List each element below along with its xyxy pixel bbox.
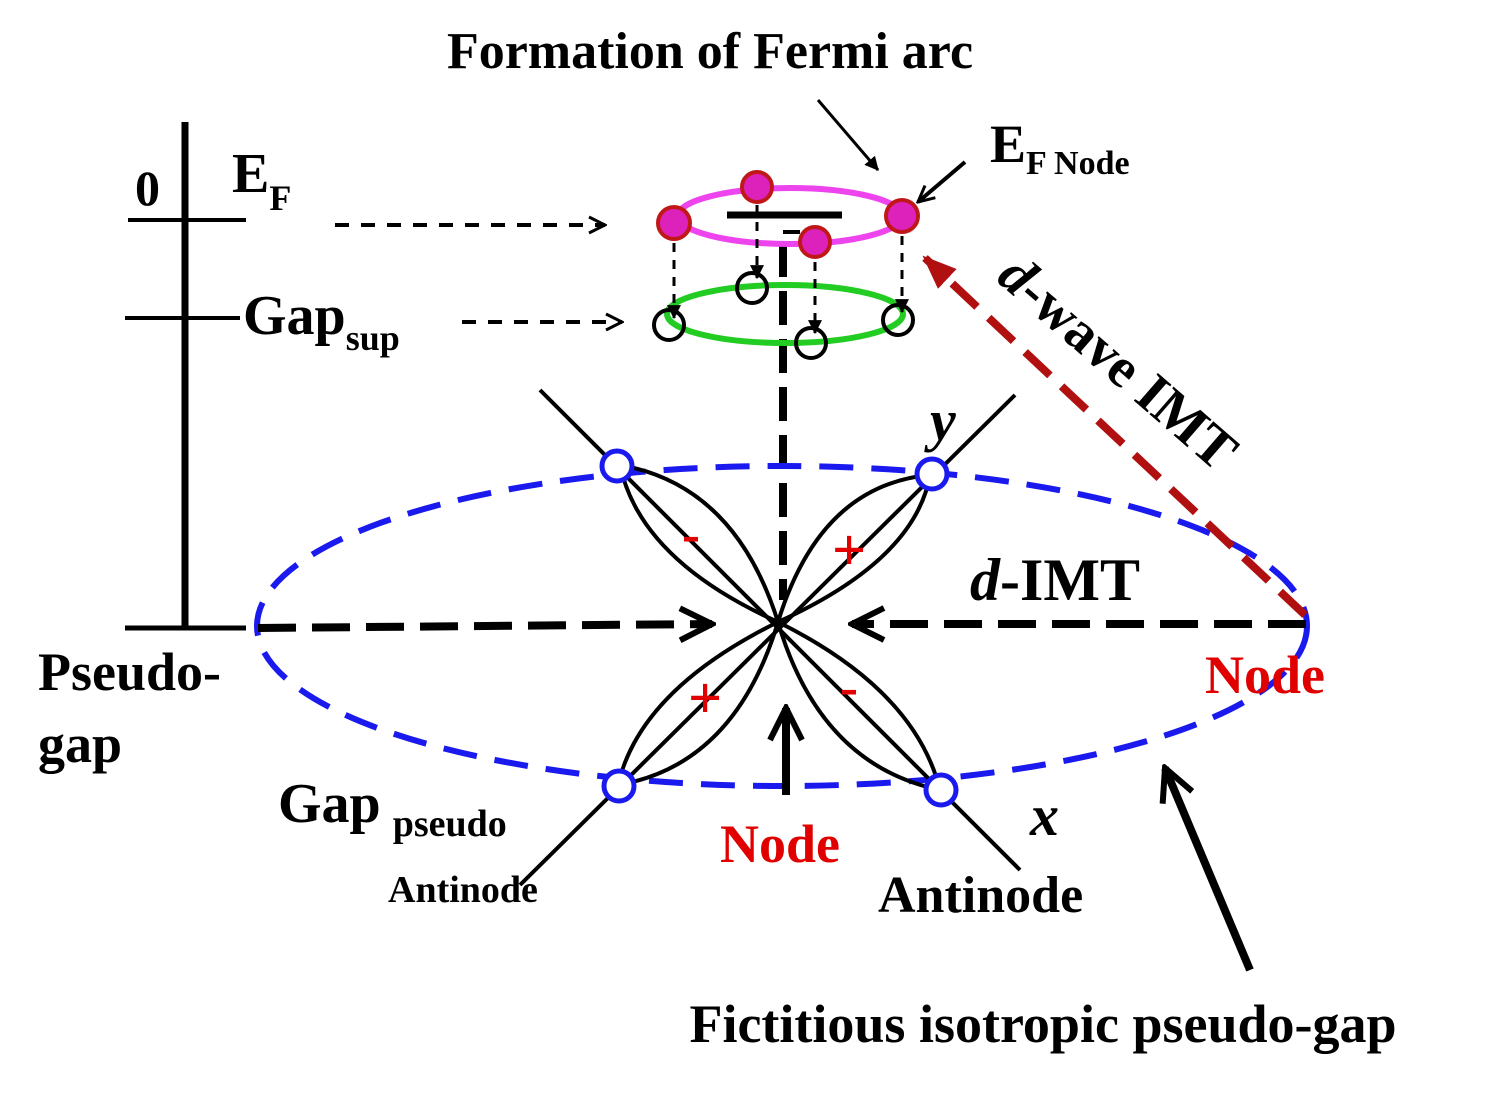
- antinode-circle: [601, 768, 637, 804]
- ef-node-label: EF Node: [990, 114, 1130, 182]
- electron-drop-arrows: [667, 205, 909, 335]
- sign-plus-upper-right: +: [832, 517, 866, 583]
- antinode-label-right: Antinode: [878, 867, 1083, 924]
- electron-circle: [884, 198, 920, 234]
- d-wave-imt-label: d-wave IMT: [986, 243, 1249, 483]
- state-circle: [652, 308, 686, 342]
- diagram-title: Formation of Fermi arc: [447, 23, 973, 80]
- pseudo-gap-label-line1: Pseudo-: [38, 642, 221, 702]
- sign-minus-upper-left: -: [682, 504, 700, 564]
- node-label-bottom: Node: [720, 814, 840, 874]
- title-pointer-arrow: [816, 99, 880, 171]
- antinode-circle: [914, 456, 950, 492]
- gap-sup-label: Gapsup: [243, 285, 400, 358]
- sign-minus-lower-right: -: [840, 657, 858, 717]
- node-label-right: Node: [1205, 645, 1325, 705]
- electron-circle: [798, 225, 832, 259]
- zero-label: 0: [135, 160, 160, 216]
- electron-circle: [740, 170, 774, 204]
- axis-x-label: x: [1029, 783, 1059, 848]
- d-imt-label: d-IMT: [970, 547, 1140, 613]
- fermi-arc-electrons: [656, 170, 920, 259]
- gap-sup-states: [652, 271, 915, 360]
- electron-circle: [656, 205, 692, 241]
- axis-y-label: y: [924, 388, 956, 453]
- state-circle: [881, 303, 915, 337]
- antinode-circle: [599, 448, 635, 484]
- fictitious-pseudo-gap-label: Fictitious isotropic pseudo-gap: [689, 994, 1396, 1054]
- state-circle: [794, 326, 828, 360]
- state-circle: [735, 271, 769, 305]
- fictitious-pointer-arrow: [1165, 768, 1254, 972]
- sign-plus-lower-left: +: [688, 665, 722, 731]
- antinode-label-left: Antinode: [388, 869, 538, 911]
- pseudo-gap-label-line2: gap: [38, 714, 122, 774]
- antinode-circle: [923, 772, 959, 808]
- ef-node-pointer-arrow: [918, 160, 967, 202]
- fermi-energy-label: EF: [232, 143, 291, 218]
- d-wave-imt-arrow: [922, 255, 1308, 618]
- energy-axis: [125, 122, 246, 631]
- antinode-circles: [599, 448, 959, 808]
- left-to-center-arrow: [257, 624, 712, 628]
